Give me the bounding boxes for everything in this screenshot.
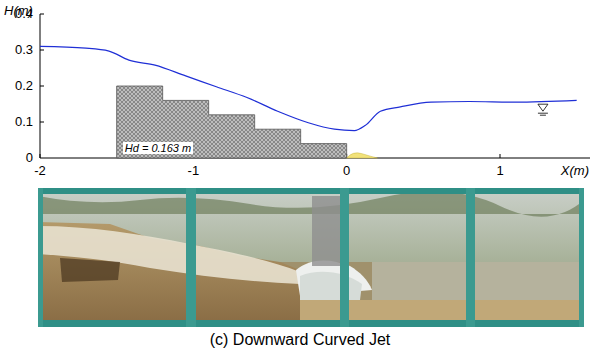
tick-label: 0	[343, 164, 350, 179]
tick-label: 0.4	[15, 7, 33, 22]
dimension-label: Hd = 0.163 m	[123, 142, 193, 155]
y-tick	[40, 14, 44, 15]
water-level-symbol	[540, 115, 546, 116]
x-tick	[40, 154, 41, 158]
tick-label: 0.2	[15, 79, 33, 94]
tick-label: 0.1	[15, 115, 33, 130]
x-tick	[500, 154, 501, 158]
tick-label: 0	[26, 151, 33, 166]
y-tick	[40, 122, 44, 123]
tick-label: -2	[34, 164, 46, 179]
tick-label: 0.3	[15, 43, 33, 58]
y-tick	[40, 86, 44, 87]
profile-chart	[40, 14, 590, 158]
tick-label: -1	[188, 164, 200, 179]
flume-photo	[38, 188, 584, 327]
water-surface	[40, 46, 577, 130]
figure-caption: (c) Downward Curved Jet	[210, 331, 391, 349]
water-level-symbol	[538, 113, 548, 114]
water-level-symbol	[538, 104, 548, 111]
sediment-mound	[347, 153, 378, 158]
tick-label: 1	[496, 164, 503, 179]
y-tick	[40, 50, 44, 51]
axis-title: X(m)	[561, 164, 589, 179]
stepped-weir	[117, 86, 347, 158]
